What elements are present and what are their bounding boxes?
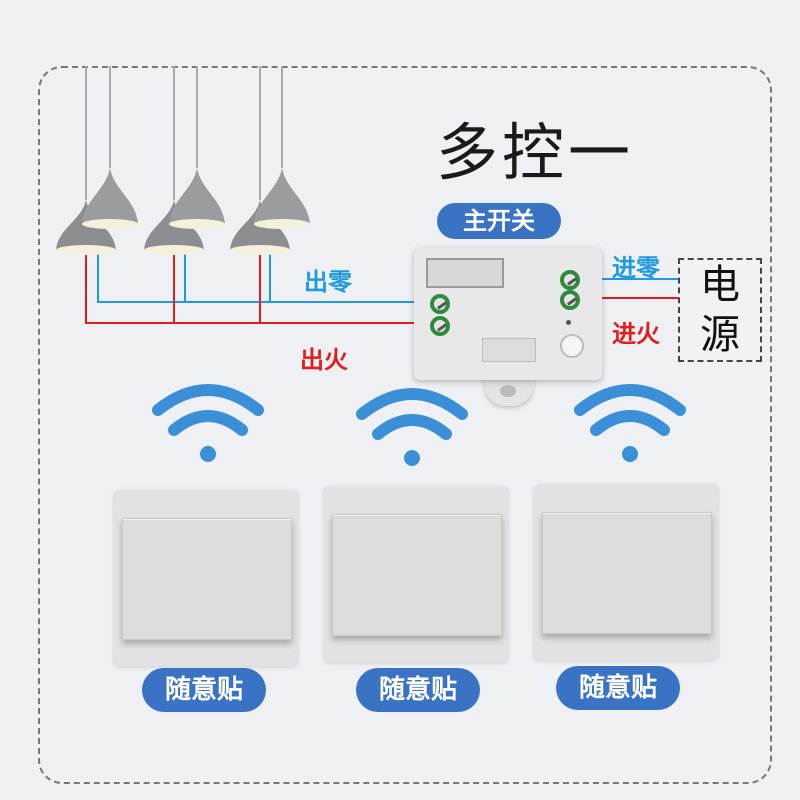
in-neutral-label: 进零 (612, 254, 660, 282)
wall-switch-icon[interactable] (114, 490, 298, 666)
power-label-line2: 源 (700, 312, 740, 358)
out-live-label: 出火 (300, 346, 348, 374)
pendant-lamp-icon (230, 66, 310, 255)
switch-tag: 随意贴 (356, 668, 480, 712)
terminal-screw-icon (430, 316, 450, 336)
switch-rocker[interactable] (332, 514, 502, 636)
diagram-frame (38, 66, 772, 784)
terminal-screw-icon (560, 290, 580, 310)
module-mount-hole (500, 385, 516, 397)
module-pairing-button[interactable] (560, 334, 584, 358)
wifi-icon (356, 388, 468, 466)
out-live-wire (85, 252, 440, 324)
pendant-lamp-icon (56, 66, 138, 255)
page-title: 多控一 (436, 116, 635, 189)
out-neutral-wire (97, 252, 440, 303)
switch-tag: 随意贴 (556, 666, 680, 710)
in-live-label: 进火 (612, 320, 660, 348)
switch-rocker[interactable] (122, 518, 292, 640)
out-neutral-label: 出零 (304, 268, 352, 296)
switch-tag: 随意贴 (142, 668, 266, 712)
terminal-screw-icon (560, 270, 580, 290)
wifi-icon (574, 384, 686, 462)
module-window (482, 338, 536, 362)
power-label-line1: 电 (700, 262, 740, 308)
wifi-icon (152, 384, 264, 462)
power-source-box: 电 源 (678, 258, 762, 362)
switch-rocker[interactable] (542, 512, 712, 634)
module-label-plate (426, 258, 504, 288)
terminal-screw-icon (430, 294, 450, 314)
main-switch-label: 主开关 (437, 203, 561, 239)
module-led (566, 320, 571, 325)
wall-switch-icon[interactable] (534, 484, 718, 660)
wall-switch-icon[interactable] (324, 486, 508, 662)
pendant-lamp-icon (144, 66, 225, 255)
